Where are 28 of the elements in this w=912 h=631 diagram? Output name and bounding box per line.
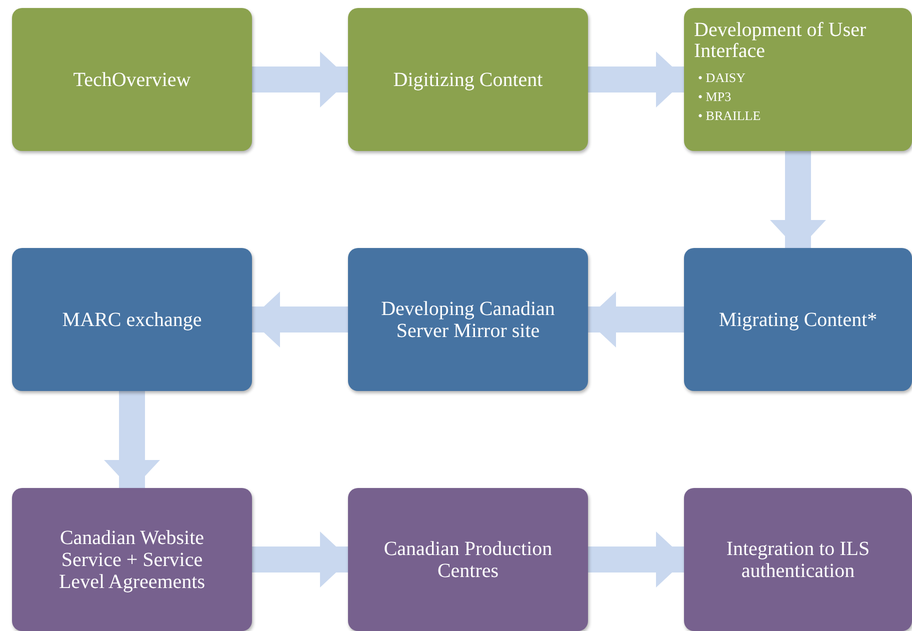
bullet-item: • MP3 — [698, 88, 732, 106]
box-label: Migrating Content* — [718, 308, 878, 330]
block-arrow — [252, 52, 350, 108]
block-arrow — [252, 532, 350, 588]
process-box — [348, 488, 588, 631]
box-label: Developing Canadian Server Mirror site — [380, 298, 556, 342]
process-box — [684, 8, 912, 151]
bullet-item: • DAISY — [698, 69, 747, 87]
box-label: Canadian Website Service + Service Level Agreements — [58, 526, 206, 592]
box-label: Integration to ILS authentication — [725, 538, 871, 582]
block-arrow — [586, 292, 684, 348]
block-arrow — [250, 292, 348, 348]
box-label: Development of User Interface — [694, 20, 868, 62]
block-arrow — [770, 151, 826, 250]
process-box — [684, 488, 912, 631]
process-box — [12, 248, 252, 391]
box-label: Canadian Production Centres — [382, 538, 554, 582]
process-box — [348, 248, 588, 391]
box-label: MARC exchange — [62, 308, 202, 330]
block-arrow — [588, 52, 686, 108]
process-box — [348, 8, 588, 151]
block-arrow — [104, 391, 160, 490]
process-box — [684, 248, 912, 391]
box-label: Digitizing Content — [393, 68, 543, 90]
bullet-item: • BRAILLE — [698, 107, 761, 125]
process-box — [12, 8, 252, 151]
process-box — [12, 488, 252, 631]
box-label: TechOverview — [73, 68, 191, 90]
